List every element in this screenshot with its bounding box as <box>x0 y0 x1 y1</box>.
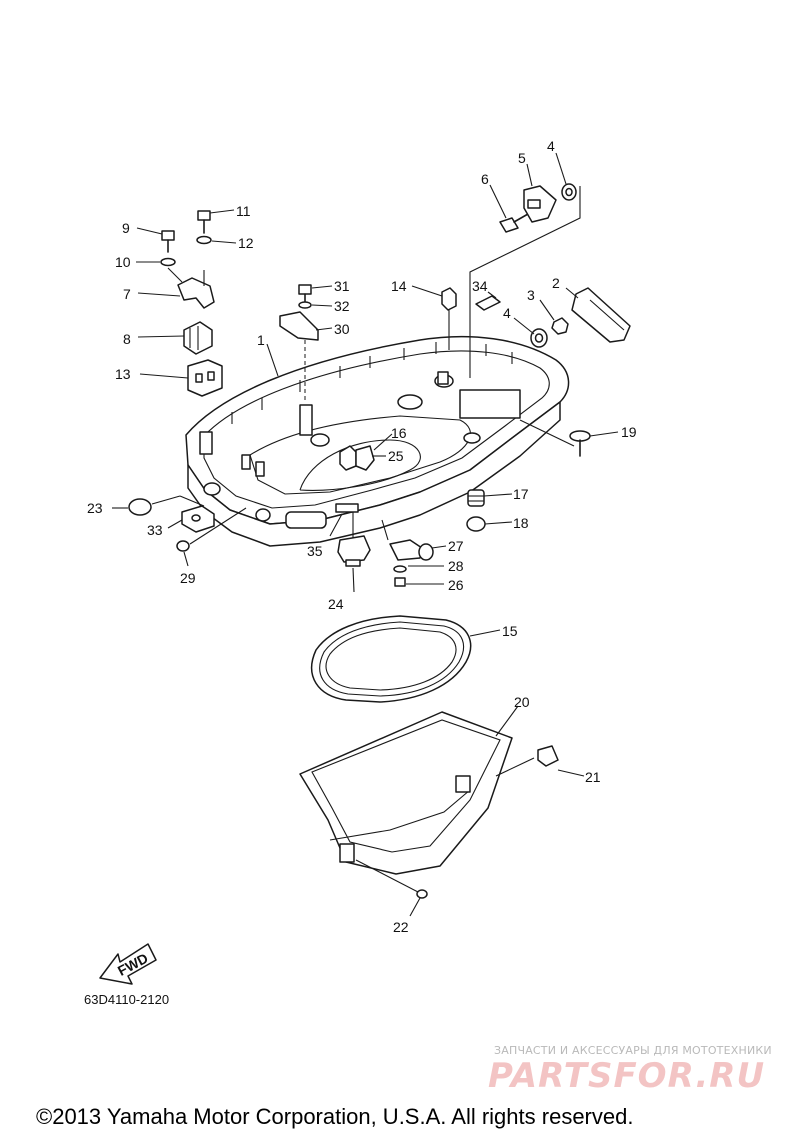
callout-9: 9 <box>122 220 130 236</box>
callout-11: 11 <box>236 203 251 219</box>
callout-22: 22 <box>393 919 409 935</box>
seal-gasket <box>311 615 472 703</box>
callout-16: 16 <box>391 425 407 441</box>
callout-35: 35 <box>307 543 323 559</box>
fwd-arrow-icon: FWD <box>99 943 157 985</box>
callout-30: 30 <box>334 321 350 337</box>
watermark-logo: PARTSFOR.RU <box>488 1056 766 1096</box>
tray <box>299 711 559 899</box>
bottom-cowling <box>185 335 570 547</box>
callout-14: 14 <box>391 278 407 294</box>
right-lever-assembly <box>441 183 631 378</box>
callout-23: 23 <box>87 500 103 516</box>
clamp-assembly <box>160 210 223 397</box>
callout-17: 17 <box>513 486 529 502</box>
callout-31: 31 <box>334 278 350 294</box>
callout-8: 8 <box>123 331 131 347</box>
callout-25: 25 <box>388 448 404 464</box>
callout-34: 34 <box>472 278 488 294</box>
callout-1: 1 <box>257 332 265 348</box>
center-parts <box>335 445 375 513</box>
lever-assembly <box>279 284 319 402</box>
callout-24: 24 <box>328 596 344 612</box>
callout-numbers: 1 2 3 4 4 5 6 7 8 9 10 11 12 13 14 15 16… <box>87 138 637 935</box>
callout-18: 18 <box>513 515 529 531</box>
leader-lines <box>112 152 619 917</box>
watermark-text: ЗАПЧАСТИ И АКСЕССУАРЫ ДЛЯ МОТОТЕХНИКИ <box>494 1044 772 1057</box>
callout-13: 13 <box>115 366 131 382</box>
copyright-notice: ©2013 Yamaha Motor Corporation, U.S.A. A… <box>36 1104 634 1129</box>
callout-2: 2 <box>552 275 560 291</box>
callout-12: 12 <box>238 235 254 251</box>
callout-21: 21 <box>585 769 601 785</box>
callout-29: 29 <box>180 570 196 586</box>
callout-33: 33 <box>147 522 163 538</box>
callout-20: 20 <box>514 694 530 710</box>
callout-32: 32 <box>334 298 350 314</box>
callout-26: 26 <box>448 577 464 593</box>
callout-3: 3 <box>527 287 535 303</box>
callout-28: 28 <box>448 558 464 574</box>
diagram-code: 63D4110-2120 <box>84 992 170 1007</box>
callout-27: 27 <box>448 538 464 554</box>
callout-10: 10 <box>115 254 131 270</box>
callout-7: 7 <box>123 286 131 302</box>
callout-15: 15 <box>502 623 518 639</box>
callout-4-lower: 4 <box>503 305 511 321</box>
callout-19: 19 <box>621 424 637 440</box>
callout-5: 5 <box>518 150 526 166</box>
lower-center-parts <box>337 512 434 587</box>
callout-4-top: 4 <box>547 138 555 154</box>
right-parts <box>466 419 591 532</box>
callout-6: 6 <box>481 171 489 187</box>
lower-left-parts <box>128 495 247 552</box>
